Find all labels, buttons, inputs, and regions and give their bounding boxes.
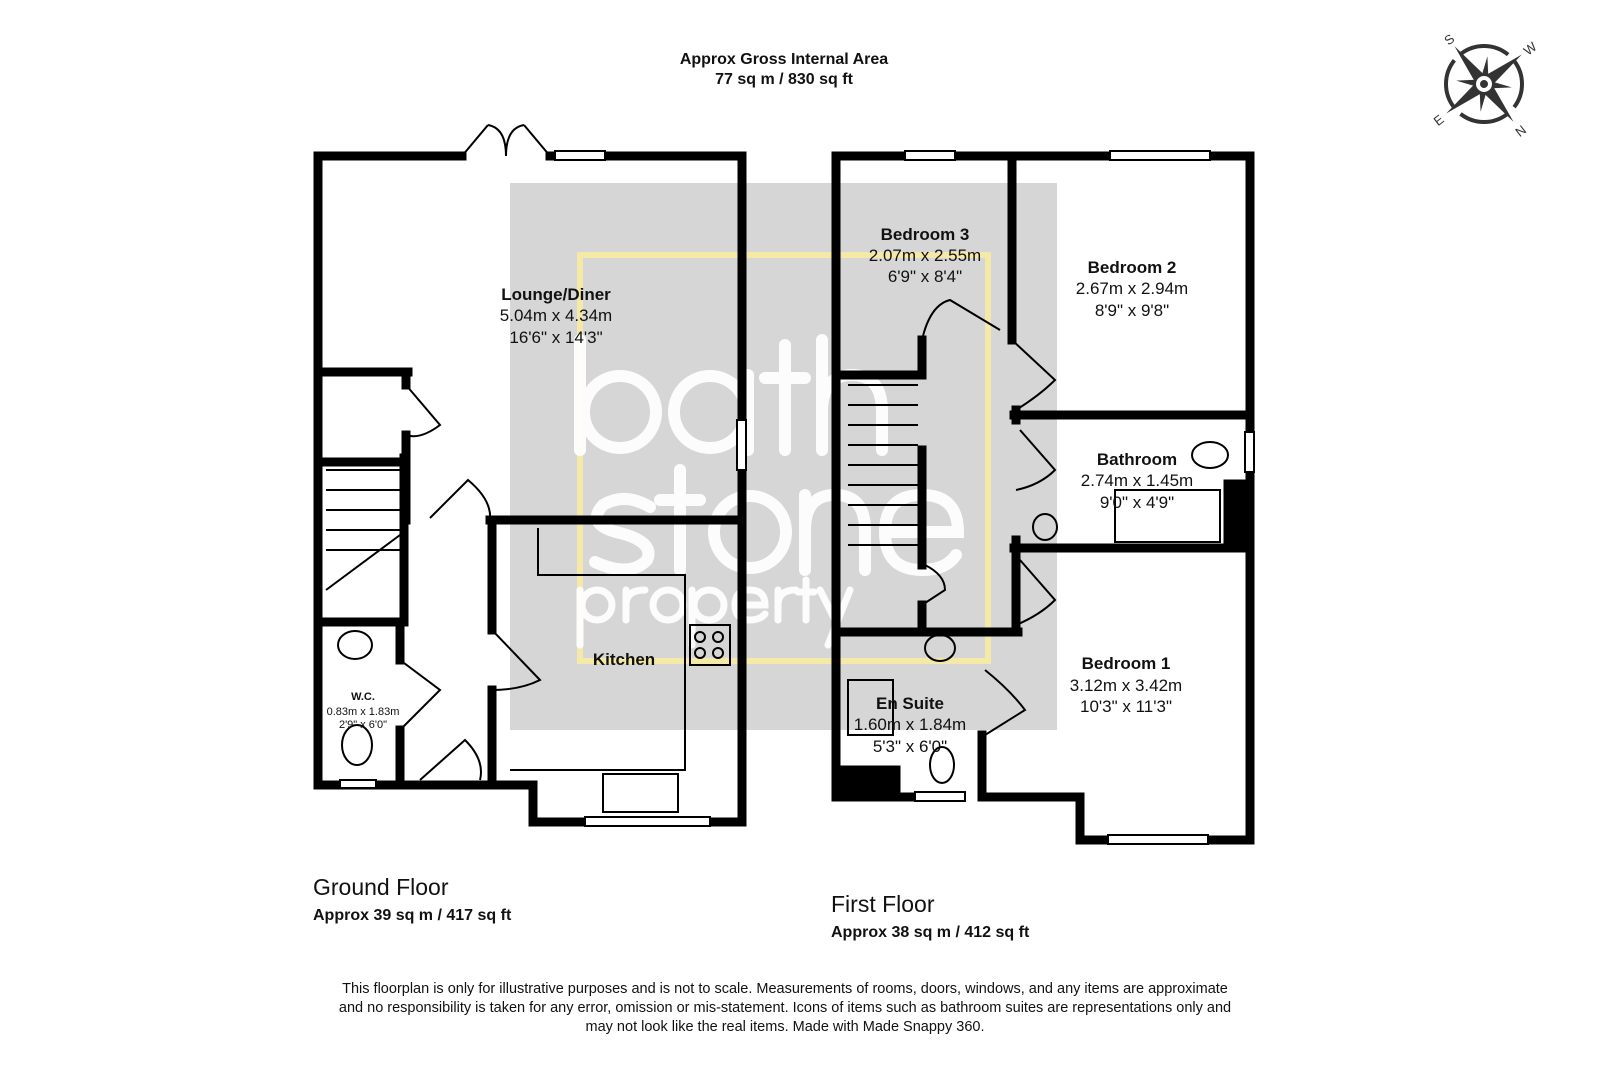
room-en-suite: En Suite 1.60m x 1.84m 5'3" x 6'0" [854,694,966,756]
disclaimer-line: may not look like the real items. Made w… [585,1019,985,1035]
room-imperial: 8'9" x 9'8" [1095,301,1169,320]
watermark-panel [510,183,1057,730]
first-floor-fixtures [847,150,1255,845]
room-name: Bedroom 3 [881,225,970,244]
gross-area-title: Approx Gross Internal Area [679,51,889,68]
room-name: Bedroom 2 [1088,258,1177,277]
room-bedroom-3: Bedroom 3 2.07m x 2.55m 6'9" x 8'4" [869,225,981,286]
room-wc: W.C. 0.83m x 1.83m 2'9" x 6'0" [327,691,400,731]
room-name: Bedroom 1 [1082,654,1171,673]
room-imperial: 2'9" x 6'0" [339,719,387,731]
ground-floor-area: Approx 39 sq m / 417 sq ft [313,907,512,924]
gross-area-value: 77 sq m / 830 sq ft [715,71,853,88]
room-bedroom-2: Bedroom 2 2.67m x 2.94m 8'9" x 9'8" [1076,258,1188,320]
first-floor-label: First Floor Approx 38 sq m / 412 sq ft [831,891,1029,942]
compass-letter-e: E [1431,111,1447,128]
room-imperial: 10'3" x 11'3" [1080,697,1172,716]
room-imperial: 9'0" x 4'9" [1100,493,1174,512]
gross-area-header: Approx Gross Internal Area 77 sq m / 830… [0,50,1568,90]
room-bedroom-1: Bedroom 1 3.12m x 3.42m 10'3" x 11'3" [1070,654,1182,716]
ground-floor-label: Ground Floor Approx 39 sq m / 417 sq ft [313,874,511,925]
room-bathroom: Bathroom 2.74m x 1.45m 9'0" x 4'9" [1081,450,1193,512]
room-imperial: 5'3" x 6'0" [873,737,947,756]
disclaimer-line: and no responsibility is taken for any e… [338,1000,1232,1016]
first-floor-area: Approx 38 sq m / 412 sq ft [831,924,1030,941]
watermark-accent-square [577,252,991,664]
compass-letter-n: N [1512,122,1529,140]
room-metric: 3.12m x 3.42m [1070,676,1182,695]
compass-letter-w: W [1521,39,1540,59]
room-name: En Suite [876,694,944,713]
compass-letter-s: S [1441,31,1457,48]
disclaimer-line: This floorplan is only for illustrative … [342,981,1228,997]
room-name: Bathroom [1097,450,1177,469]
room-kitchen: Kitchen [593,650,655,669]
room-metric: 2.07m x 2.55m [869,246,981,265]
disclaimer: This floorplan is only for illustrative … [290,980,1280,1037]
ground-floor-title: Ground Floor [313,874,449,900]
ground-floor-fixtures [325,124,747,827]
room-imperial: 16'6" x 14'3" [509,328,602,347]
room-lounge-diner: Lounge/Diner 5.04m x 4.34m 16'6" x 14'3" [500,285,612,347]
room-metric: 0.83m x 1.83m [327,706,400,718]
room-metric: 1.60m x 1.84m [854,715,966,734]
room-name: Lounge/Diner [501,285,611,304]
room-imperial: 6'9" x 8'4" [888,267,962,286]
room-name: W.C. [351,691,375,703]
room-metric: 5.04m x 4.34m [500,306,612,325]
room-metric: 2.74m x 1.45m [1081,471,1193,490]
first-floor-title: First Floor [831,891,935,917]
ground-floor-walls [313,151,747,827]
compass-rose-icon: S W N E [1431,31,1540,140]
room-metric: 2.67m x 2.94m [1076,279,1188,298]
